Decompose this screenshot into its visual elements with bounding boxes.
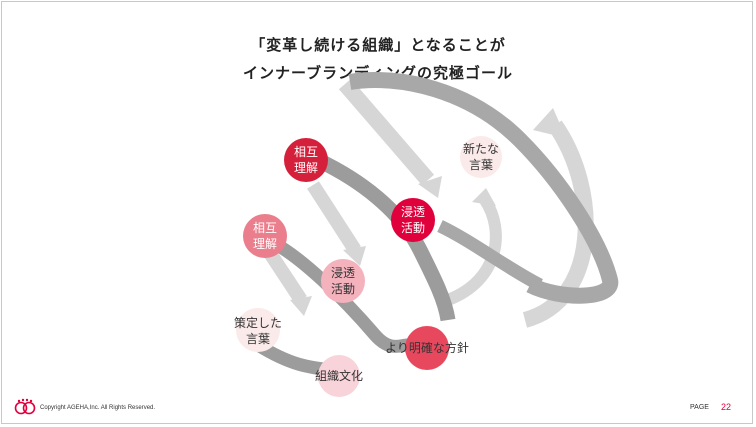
node-label-line-2: 活動 xyxy=(401,221,425,235)
band-dark-3 xyxy=(314,153,456,322)
node-shinto-1: 浸透 活動 xyxy=(321,259,365,303)
node-label-line-1: 策定した xyxy=(234,315,282,330)
band-dark-5 xyxy=(348,72,619,304)
node-circle xyxy=(321,259,365,303)
node-label-line-1: 組織文化 xyxy=(315,368,363,383)
node-label-line-2: 言葉 xyxy=(246,332,270,346)
arrow-light-4-head xyxy=(533,108,566,138)
arrow-light-2-head xyxy=(343,246,366,266)
arrow-light-1 xyxy=(262,246,307,304)
node-label-line-1: 浸透 xyxy=(331,266,355,280)
band-dark-4 xyxy=(437,220,543,291)
ageha-logo-icon xyxy=(14,398,36,415)
node-sougo-2: 相互 理解 xyxy=(284,138,328,182)
node-circle xyxy=(318,355,360,397)
node-circle xyxy=(460,136,502,178)
node-arata: 新たな 言葉 xyxy=(460,136,502,178)
page-label: PAGE xyxy=(690,404,709,411)
node-yori: より明確な方針 xyxy=(385,326,469,370)
node-shinto-2: 浸透 活動 xyxy=(391,198,435,242)
arrow-light-2 xyxy=(307,181,361,254)
node-circle xyxy=(243,214,287,258)
node-label-line-1: 相互 xyxy=(253,221,277,235)
node-label-line-1: より明確な方針 xyxy=(385,340,469,355)
arrow-light-3 xyxy=(338,78,435,186)
copyright-text: Copyright AGEHA,Inc. All Rights Reserved… xyxy=(40,405,156,411)
node-circle xyxy=(236,308,280,352)
node-label-line-1: 相互 xyxy=(294,145,318,159)
node-label-line-2: 理解 xyxy=(253,237,277,251)
node-soshiki: 組織文化 xyxy=(315,355,363,397)
node-label-line-2: 言葉 xyxy=(469,158,493,172)
node-sakutei: 策定した 言葉 xyxy=(234,308,282,352)
node-label-line-1: 浸透 xyxy=(401,205,425,219)
node-circle xyxy=(405,326,449,370)
node-label-line-1: 新たな xyxy=(463,141,499,156)
node-circle xyxy=(391,198,435,242)
slide-title-line-1: 「変革し続ける組織」となることが xyxy=(250,36,506,54)
node-label-line-2: 活動 xyxy=(331,282,355,296)
arrow-light-5-head xyxy=(472,188,496,206)
arrow-light-1-head xyxy=(290,296,312,316)
arrow-light-3-head xyxy=(418,176,442,198)
page-number: 22 xyxy=(721,402,732,412)
band-dark-2 xyxy=(265,234,409,353)
node-label-line-2: 理解 xyxy=(294,161,318,175)
node-sougo-1: 相互 理解 xyxy=(243,214,287,258)
node-circle xyxy=(284,138,328,182)
